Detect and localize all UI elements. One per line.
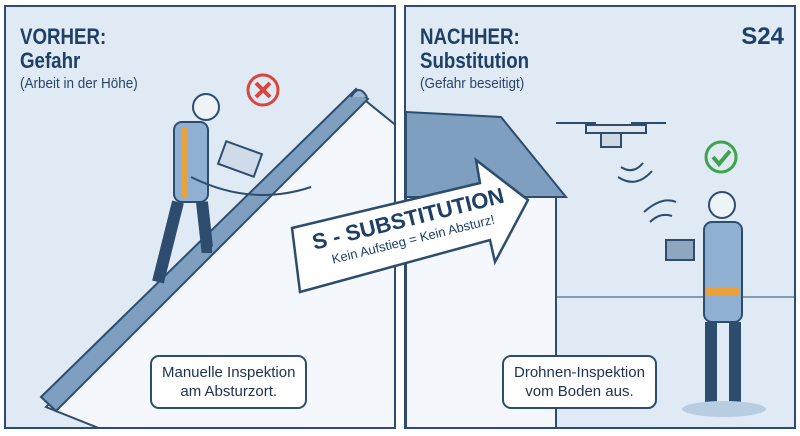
operator bbox=[665, 191, 766, 417]
bubble-line: am Absturzort. bbox=[180, 383, 278, 400]
clipboard bbox=[216, 139, 264, 179]
after-heading: Substitution bbox=[420, 48, 530, 73]
before-panel: VORHER: Gefahr (Arbeit in der Höhe) Manu… bbox=[4, 5, 396, 429]
before-subtitle: (Arbeit in der Höhe) bbox=[20, 75, 138, 92]
after-speech-bubble: Drohnen-Inspektion vom Boden aus. bbox=[502, 355, 657, 409]
helmet-icon bbox=[192, 93, 220, 121]
after-subtitle: (Gefahr beseitigt) bbox=[420, 75, 525, 92]
bubble-line: Drohnen-Inspektion bbox=[514, 364, 645, 381]
bubble-line: vom Boden aus. bbox=[525, 383, 634, 400]
before-heading: Gefahr bbox=[20, 48, 81, 73]
helmet-icon bbox=[708, 191, 736, 219]
remote-controller bbox=[665, 239, 695, 261]
drone-icon bbox=[556, 122, 666, 148]
roof bbox=[406, 110, 569, 198]
section-tag: S24 bbox=[741, 23, 784, 50]
before-title: VORHER: bbox=[20, 24, 107, 49]
before-speech-bubble: Manuelle Inspektion am Absturzort. bbox=[150, 355, 308, 409]
after-title: NACHHER: bbox=[420, 24, 520, 49]
check-circle-icon bbox=[704, 140, 738, 174]
worker bbox=[152, 93, 312, 284]
bubble-line: Manuelle Inspektion bbox=[162, 364, 296, 381]
